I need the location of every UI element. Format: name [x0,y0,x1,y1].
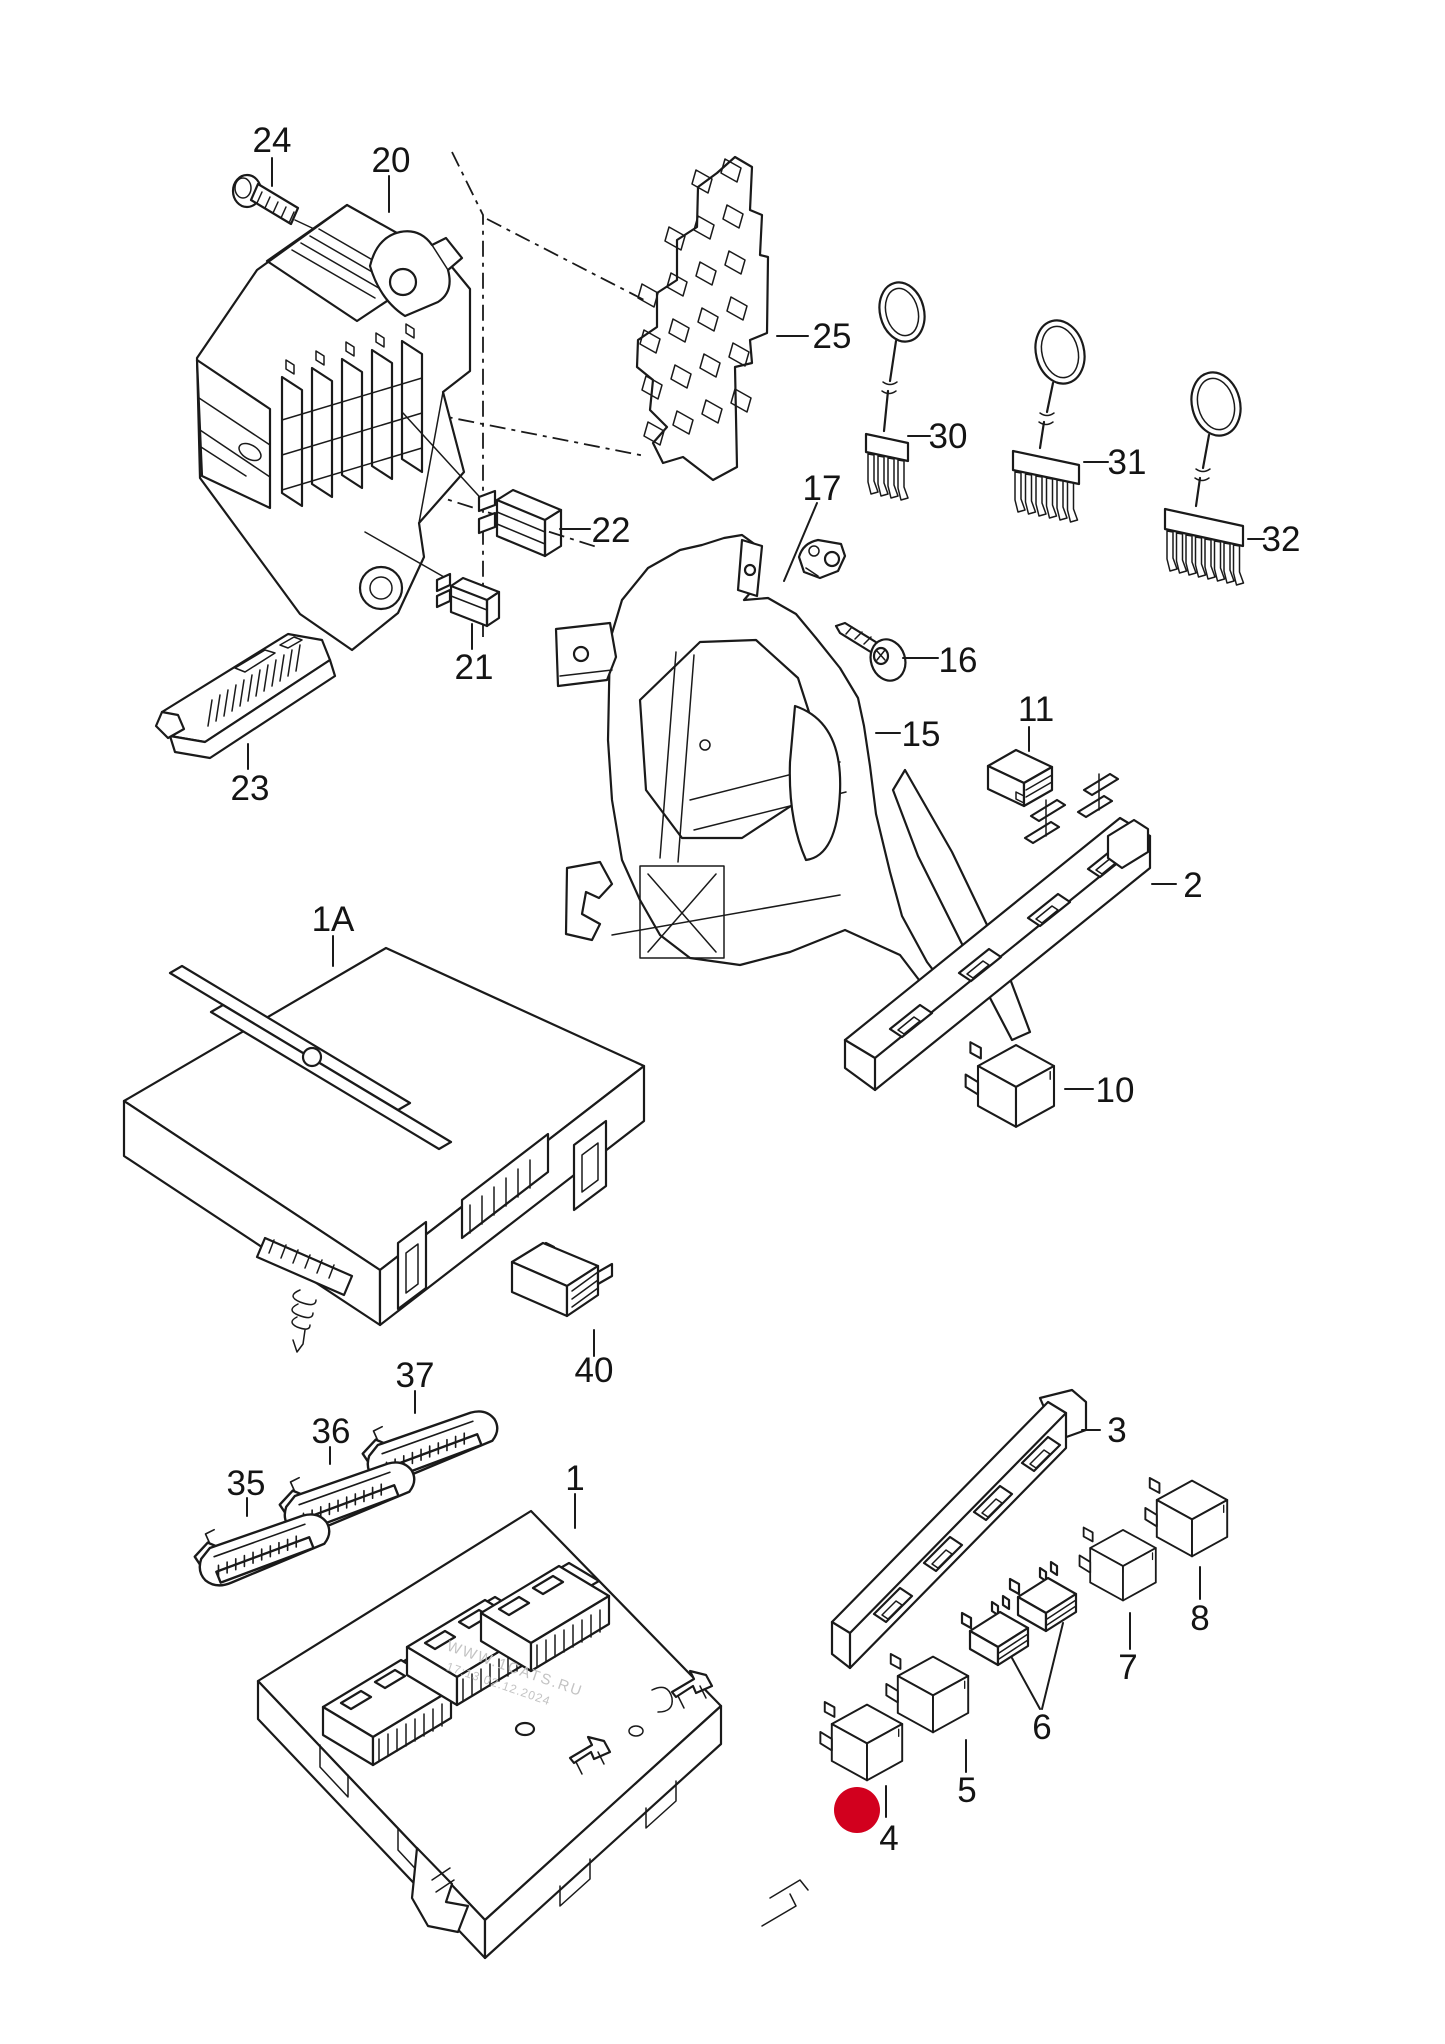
part-label-4[interactable]: 4 [879,1819,898,1858]
part-label-37[interactable]: 37 [396,1356,435,1395]
part-label-10[interactable]: 10 [1096,1071,1135,1110]
part-16-screw [834,621,907,682]
part-3-relay-carrier [830,1388,1088,1670]
part-15-bracket [554,533,1032,1042]
part-label-32[interactable]: 32 [1262,520,1301,559]
part-label-23[interactable]: 23 [231,769,270,808]
part-17-clip-nut [797,538,847,580]
part-label-31[interactable]: 31 [1108,443,1147,482]
part-label-2[interactable]: 2 [1183,866,1202,905]
part-6-relay-upper [1008,1560,1078,1633]
part-label-1a[interactable]: 1A [312,900,355,939]
part-31-loop-tool [1011,319,1086,523]
part-label-40[interactable]: 40 [575,1351,614,1390]
part-label-1[interactable]: 1 [565,1459,584,1498]
part-1-fuse-box: WWW.1CATS.RU 17:13 02.12.2024 [256,1509,809,1960]
part-10-relay [964,1041,1056,1128]
part-label-8[interactable]: 8 [1190,1599,1209,1638]
part-25-cover-plate [635,155,770,482]
part-label-25[interactable]: 25 [813,317,852,356]
part-4-relay [819,1701,904,1782]
part-35-connector-housing [193,1513,331,1587]
part-label-35[interactable]: 35 [227,1464,266,1503]
part-30-loop-tool [864,281,926,501]
part-7-relay [1078,1526,1157,1602]
part-label-36[interactable]: 36 [312,1412,351,1451]
part-20-fuse-holder [195,203,488,652]
part-label-20[interactable]: 20 [372,141,411,180]
part-label-16[interactable]: 16 [939,641,978,680]
highlight-marker-part-4[interactable] [834,1787,880,1833]
part-2-relay-carrier [843,772,1152,1092]
part-label-5[interactable]: 5 [957,1771,976,1810]
part-label-7[interactable]: 7 [1118,1648,1137,1687]
part-label-22[interactable]: 22 [592,511,631,550]
alignment-dash-lines [426,151,649,637]
part-label-30[interactable]: 30 [929,417,968,456]
part-label-11[interactable]: 11 [1018,690,1054,729]
part-32-loop-tool [1163,371,1245,586]
part-label-24[interactable]: 24 [253,121,292,160]
part-40-connector [510,1241,614,1318]
part-labels: 24 20 25 30 31 32 17 22 16 15 11 21 23 2… [227,121,1301,1858]
part-22-fuse [477,488,563,558]
part-21-fuse [435,572,501,628]
part-label-17[interactable]: 17 [803,469,842,508]
part-11-module [986,748,1054,808]
part-label-3[interactable]: 3 [1107,1411,1126,1450]
part-label-15[interactable]: 15 [902,715,941,754]
leader-lines [246,157,1265,1818]
part-label-21[interactable]: 21 [455,648,494,687]
part-8-relay [1144,1477,1229,1558]
part-23-bracket [154,632,337,760]
part-1a-control-unit [122,946,646,1353]
part-label-6[interactable]: 6 [1032,1708,1051,1747]
part-24-screw [231,173,358,250]
part-5-relay [885,1653,970,1734]
